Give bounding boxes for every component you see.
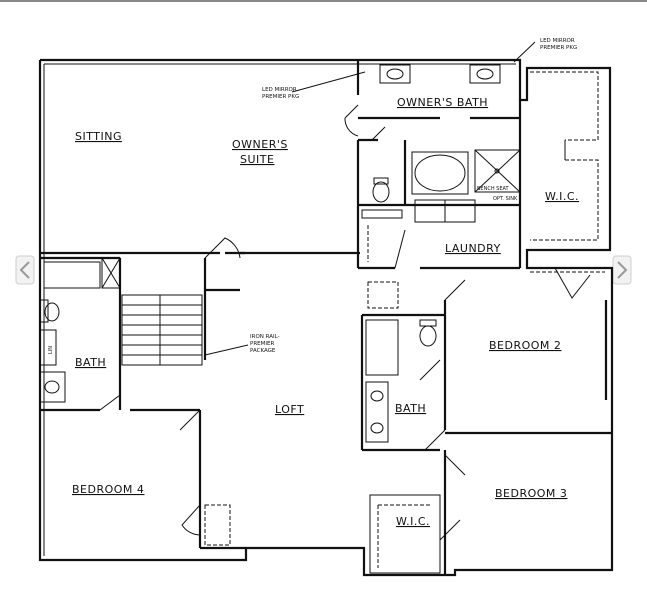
outer-walls — [38, 58, 614, 577]
next-arrow-button[interactable] — [612, 255, 632, 285]
note-led-mirror-mid-2: PREMIER PKG — [262, 94, 299, 100]
room-label-owners-suite-line1: OWNER'S — [232, 138, 288, 151]
prev-arrow-button[interactable] — [15, 255, 35, 285]
note-iron-rail-3: PACKAGE — [250, 348, 276, 354]
note-led-mirror-top-2: PREMIER PKG — [540, 45, 577, 51]
note-led-mirror-top-1: LED MIRROR — [540, 38, 575, 44]
room-label-bath-left: BATH — [75, 356, 106, 369]
room-label-bedroom-4: BEDROOM 4 — [72, 483, 144, 496]
room-label-wic-owner: W.I.C. — [545, 190, 579, 203]
note-bench-seat: BENCH SEAT — [477, 186, 510, 192]
room-label-owners-bath: OWNER'S BATH — [397, 96, 488, 109]
note-iron-rail-1: IRON RAIL- — [250, 334, 280, 340]
note-led-mirror-mid-1: LED MIRROR — [262, 87, 297, 93]
room-label-sitting: SITTING — [75, 130, 122, 143]
chevron-left-icon — [19, 261, 30, 279]
room-label-wic-bed3: W.I.C. — [396, 515, 430, 528]
room-label-bedroom-3: BEDROOM 3 — [495, 487, 567, 500]
note-linen: LIN — [48, 346, 54, 354]
room-label-bath-center: BATH — [395, 402, 426, 415]
interior-walls — [39, 41, 612, 575]
room-label-loft: LOFT — [275, 403, 304, 416]
note-iron-rail-2: PREMIER — [250, 341, 274, 347]
note-opt-sink: OPT. SINK — [493, 196, 518, 202]
chevron-right-icon — [617, 261, 628, 279]
room-label-bedroom-2: BEDROOM 2 — [489, 339, 561, 352]
room-label-laundry: LAUNDRY — [445, 242, 501, 255]
room-label-owners-suite-line2: SUITE — [240, 153, 274, 166]
